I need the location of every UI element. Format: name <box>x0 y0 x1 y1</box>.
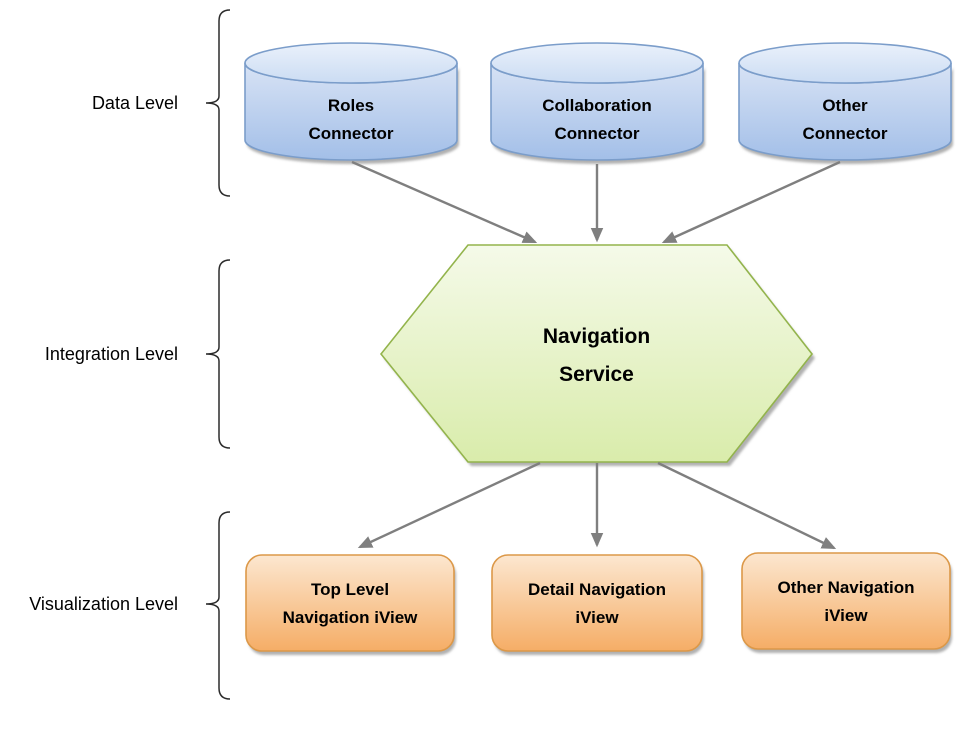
data-level-bracket <box>205 9 231 197</box>
arrow-service-to-other <box>657 461 837 550</box>
navigation-service-hexagon <box>379 244 815 466</box>
other-connector-cylinder <box>738 42 953 164</box>
other-navigation-iview-box <box>741 552 952 653</box>
collaboration-connector-cylinder <box>490 42 705 164</box>
arrow-other-to-service <box>661 160 841 244</box>
arrow-service-to-top-level <box>357 461 541 549</box>
arrow-roles-to-service <box>351 160 538 244</box>
top-level-navigation-iview-box <box>245 554 456 655</box>
roles-connector-cylinder <box>244 42 459 164</box>
integration-level-bracket <box>205 259 231 449</box>
detail-navigation-iview-box <box>491 554 704 655</box>
visualization-level-bracket <box>205 511 231 700</box>
